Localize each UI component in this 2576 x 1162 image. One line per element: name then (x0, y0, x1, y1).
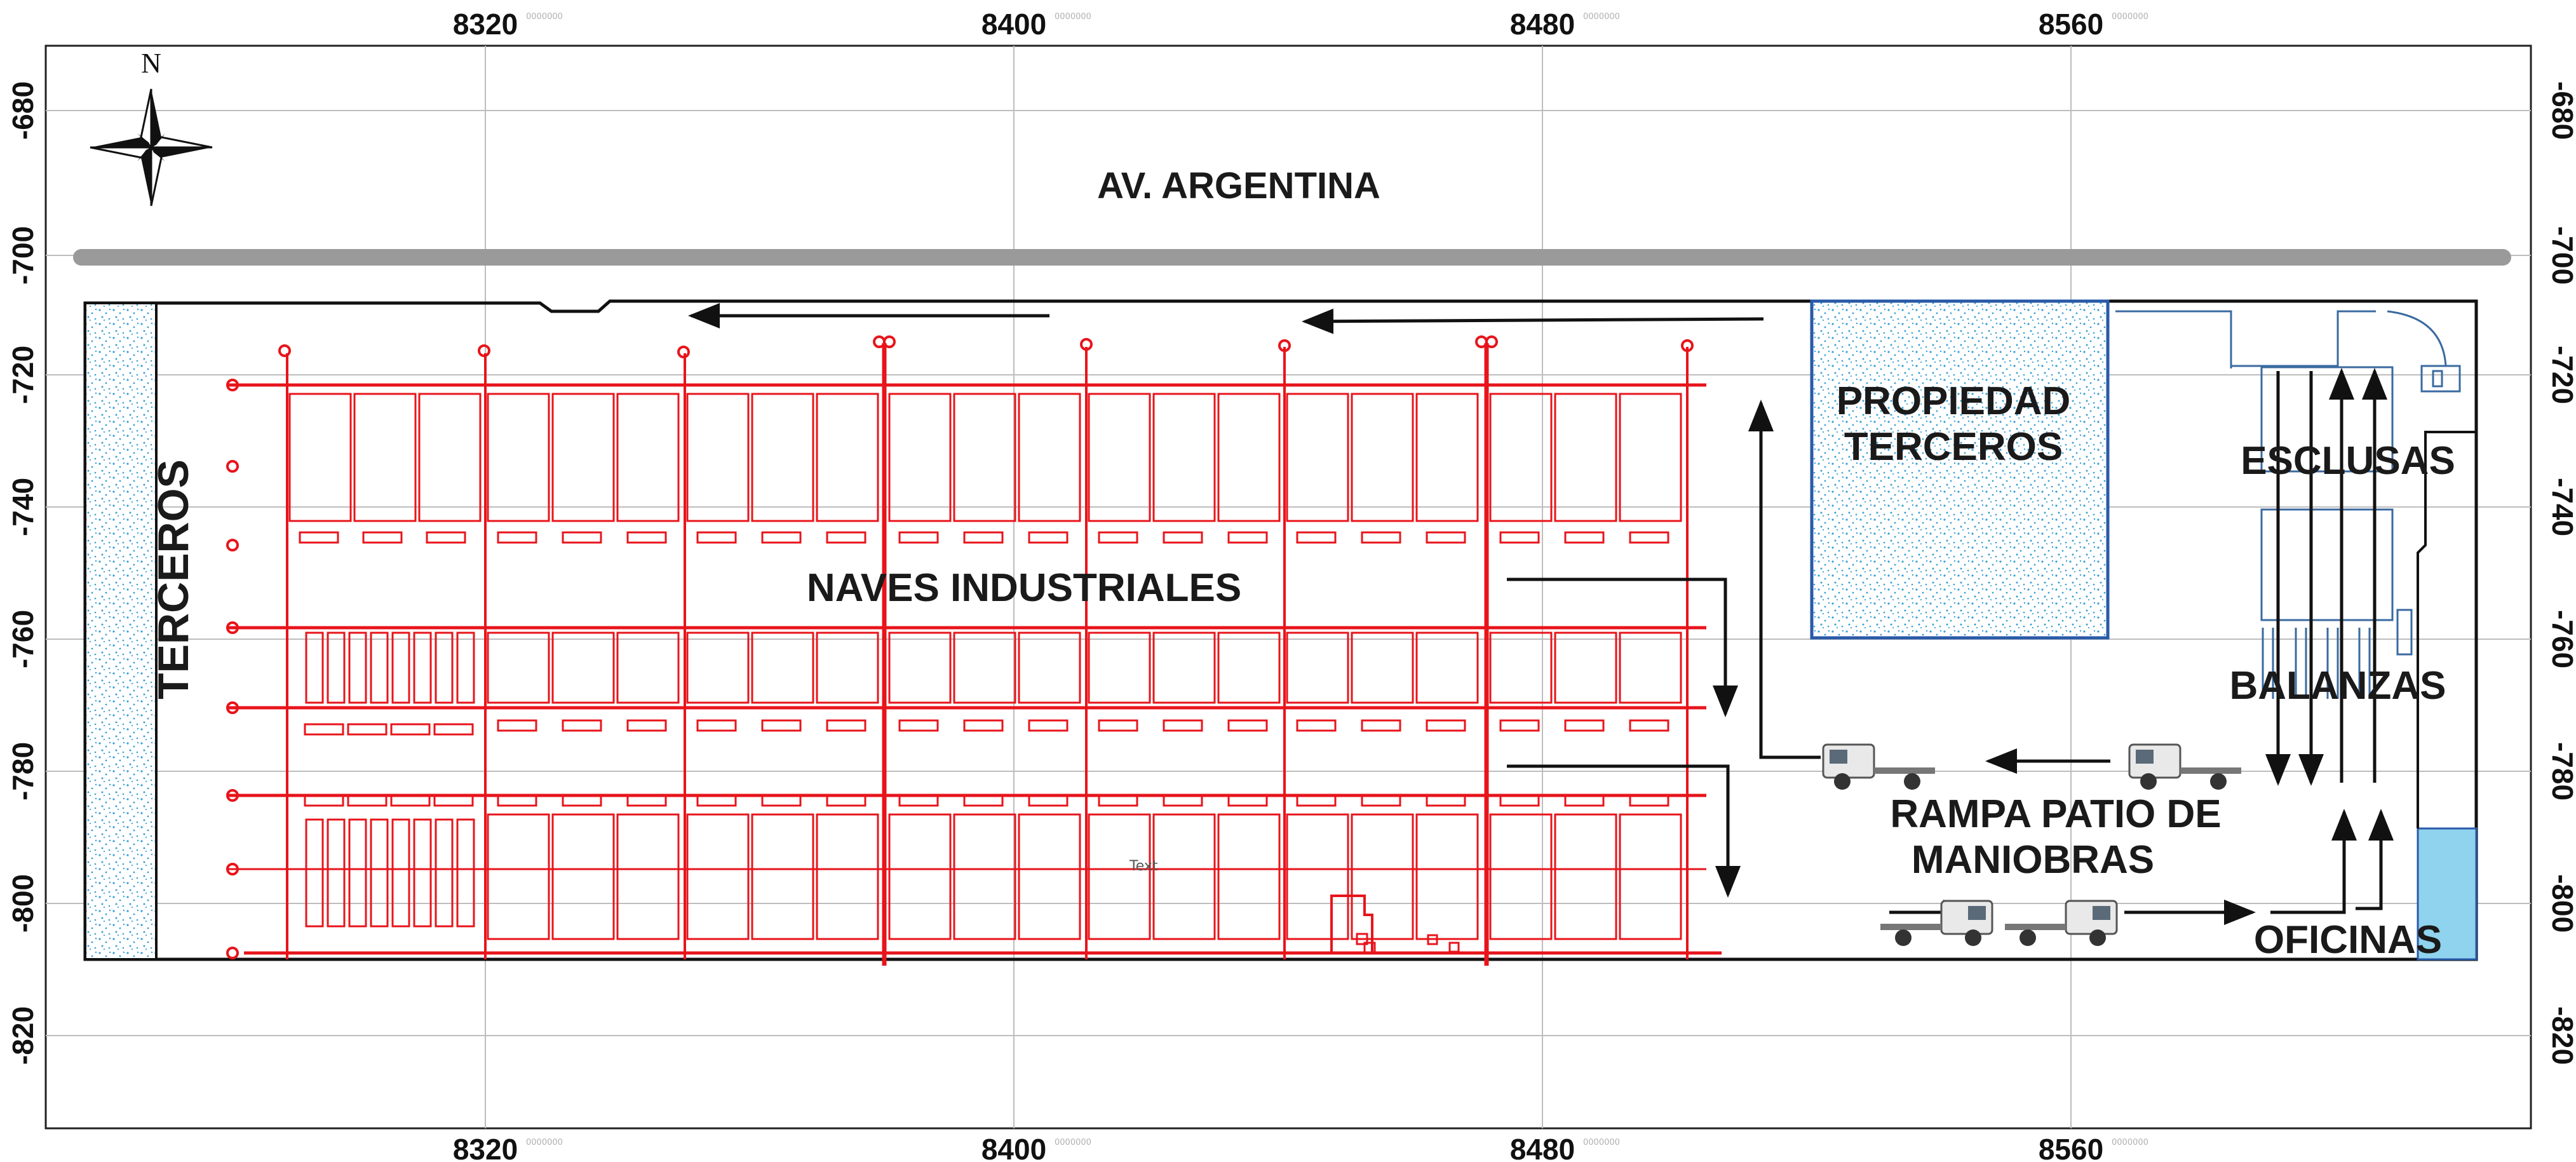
x-tick-bottom-8480-sub: 0000000 (1583, 1138, 1620, 1147)
flow-arrow-top-2 (1302, 308, 1764, 334)
y-tick-left-740: -740 (6, 478, 39, 536)
truck-icon (1880, 900, 1993, 946)
truck-icon (1822, 743, 1935, 790)
y-tick-left-780: -780 (6, 742, 39, 801)
y-tick-right-700: -700 (2546, 226, 2576, 285)
y-tick-right-820: -820 (2546, 1006, 2576, 1065)
x-tick-top-8400: 8400 (981, 8, 1046, 41)
propiedad-terceros-label-line2: TERCEROS (1844, 425, 2063, 469)
y-tick-left-800: -800 (6, 874, 39, 933)
x-axis-top-labels: 8320 0000000 8400 0000000 8480 0000000 8… (453, 8, 2148, 41)
north-label: N (141, 48, 161, 79)
x-axis-bottom-labels: 8320 0000000 8400 0000000 8480 0000000 8… (453, 1133, 2148, 1162)
x-tick-bottom-8560-sub: 0000000 (2112, 1138, 2148, 1147)
esclusas-label: ESCLUSAS (2241, 439, 2455, 483)
compass-rose-icon (90, 88, 213, 206)
traffic-flow-arrows (688, 303, 2394, 925)
x-tick-bottom-8400: 8400 (981, 1133, 1046, 1162)
x-tick-bottom-8560: 8560 (2039, 1133, 2103, 1162)
y-tick-right-720: -720 (2546, 346, 2576, 404)
flow-arrow-esclusa-up-1 (2270, 809, 2357, 914)
y-tick-right-680: -680 (2546, 81, 2576, 140)
propiedad-terceros-parcel (1810, 299, 2110, 640)
terceros-west-parcel (84, 302, 158, 961)
x-tick-bottom-8320-sub: 0000000 (526, 1138, 563, 1147)
esclusas-lane-arrows (2265, 368, 2387, 786)
oficinas-block (2417, 827, 2478, 961)
naves-industriales-label: NAVES INDUSTRIALES (807, 566, 1241, 610)
rampa-label-line1: RAMPA PATIO DE (1890, 792, 2221, 836)
x-tick-bottom-8400-sub: 0000000 (1055, 1138, 1091, 1147)
oficinas-label: OFICINAS (2254, 918, 2442, 962)
rampa-label-line2: MANIOBRAS (1912, 838, 2154, 882)
x-tick-top-8480: 8480 (1510, 8, 1575, 41)
y-tick-right-800: -800 (2546, 874, 2576, 933)
y-tick-right-780: -780 (2546, 742, 2576, 801)
flow-arrow-upper-turn (1507, 578, 1738, 717)
x-tick-bottom-8320: 8320 (453, 1133, 518, 1162)
oficinas-outline (2417, 431, 2476, 828)
text-marker-label: Text (1129, 858, 1158, 874)
y-tick-left-820: -820 (6, 1006, 39, 1065)
x-tick-bottom-8480: 8480 (1510, 1133, 1575, 1162)
y-tick-left-680: -680 (6, 81, 39, 140)
x-tick-top-8560: 8560 (2039, 8, 2103, 41)
x-tick-top-8320-sub: 0000000 (526, 12, 563, 22)
esclusas-structure (2115, 310, 2461, 699)
naves-industriales-structure (226, 335, 1722, 966)
map-frame (44, 44, 2532, 1130)
x-tick-top-8320: 8320 (453, 8, 518, 41)
flow-arrow-esclusa-up-2 (2356, 809, 2394, 910)
y-tick-right-740: -740 (2546, 478, 2576, 536)
x-tick-top-8560-sub: 0000000 (2112, 12, 2148, 22)
street-name-label: AV. ARGENTINA (1097, 165, 1380, 206)
y-tick-right-760: -760 (2546, 610, 2576, 668)
y-axis-left-labels: -680 -700 -720 -740 -760 -780 -800 -820 (6, 81, 39, 1065)
balanzas-label: BALANZAS (2230, 664, 2446, 708)
truck-icon (2128, 743, 2241, 790)
x-tick-top-8400-sub: 0000000 (1055, 12, 1091, 22)
y-tick-left-760: -760 (6, 610, 39, 668)
x-tick-top-8480-sub: 0000000 (1583, 12, 1620, 22)
y-tick-left-720: -720 (6, 346, 39, 404)
y-axis-right-labels: -680 -700 -720 -740 -760 -780 -800 -820 (2546, 81, 2576, 1065)
propiedad-terceros-label-line1: PROPIEDAD (1837, 379, 2071, 423)
flow-arrow-return-up (1748, 400, 1821, 759)
flow-arrow-lower-turn (1507, 764, 1741, 898)
truck-icon (2005, 900, 2118, 946)
y-tick-left-700: -700 (6, 226, 39, 285)
terceros-west-label: TERCEROS (149, 459, 198, 699)
